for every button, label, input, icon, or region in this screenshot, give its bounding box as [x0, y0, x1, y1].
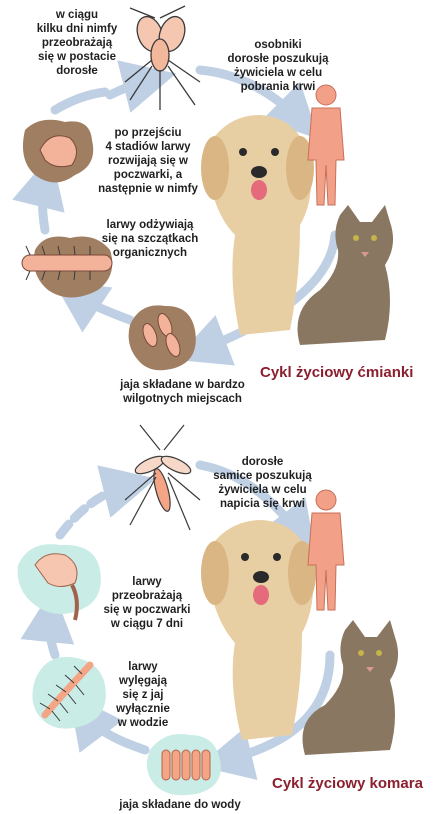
cycle-arrow	[43, 180, 46, 230]
cycle-arrow	[110, 80, 150, 95]
label-larvae-hatch: larwy wylęgają się z jaj wyłącznie w wod…	[98, 660, 188, 730]
label-eggs: jaja składane do wody	[95, 798, 265, 812]
label-larvae-feed: larwy odżywiają się na szczątkach organi…	[90, 218, 210, 260]
mosquito-cycle-title: Cykl życiowy komara	[272, 775, 423, 792]
dog-icon	[201, 520, 316, 740]
cycle-arrow	[50, 615, 55, 655]
mosquito-adult-icon	[125, 425, 200, 530]
flea-adult-icon	[125, 6, 200, 110]
label-larva-to-pupa: po przejściu 4 stadiów larwy rozwijają s…	[88, 126, 208, 196]
flea-egg-icon	[129, 305, 196, 370]
cycle-arrow	[60, 485, 130, 535]
flea-cycle-panel: w ciągu kilku dni nimfy przeobrażają się…	[0, 0, 439, 405]
mosquito-egg-raft-icon	[147, 734, 221, 795]
label-eggs: jaja składane w bardzo wilgotnych miejsc…	[95, 378, 270, 406]
label-nymph-to-adult: w ciągu kilku dni nimfy przeobrażają się…	[22, 8, 132, 78]
cat-icon	[303, 620, 399, 755]
label-adults-seek-host: osobniki dorosłe poszukują żywiciela w c…	[208, 38, 348, 94]
cycle-arrow	[75, 295, 130, 320]
label-larva-to-pupa: larwy przeobrażają się w poczwarki w cią…	[92, 575, 202, 631]
mosquito-pupa-icon	[18, 544, 101, 620]
mosquito-larva-icon	[32, 657, 105, 729]
human-silhouette-icon	[308, 85, 344, 205]
flea-cycle-title: Cykl życiowy ćmianki	[260, 364, 413, 381]
cycle-arrow	[55, 92, 105, 110]
label-females-seek-host: dorosłe samice poszukują żywiciela w cel…	[195, 455, 330, 511]
flea-pupa-icon	[23, 120, 93, 183]
mosquito-cycle-panel: dorosłe samice poszukują żywiciela w cel…	[0, 405, 439, 814]
cat-icon	[298, 205, 394, 345]
